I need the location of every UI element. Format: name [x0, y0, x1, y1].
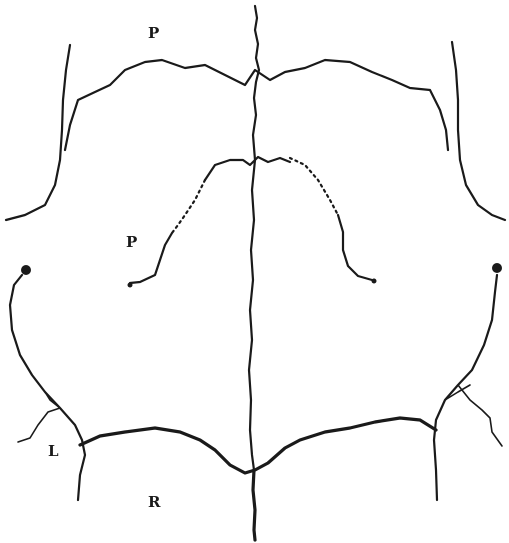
right-branch-suture	[458, 385, 502, 446]
upper-coronal-suture	[65, 60, 448, 150]
inner-right-mark	[372, 279, 377, 284]
inner-arch-top	[205, 157, 290, 180]
left-temporal-outline	[6, 45, 70, 220]
inner-arch-right-descent	[338, 215, 372, 280]
left-branch-suture	[18, 408, 60, 442]
inner-arch-left-dotted	[172, 180, 205, 233]
label-inner-p: P	[126, 233, 137, 251]
inner-arch-right-dotted	[290, 158, 338, 215]
inner-left-mark	[128, 283, 133, 288]
label-left-l: L	[48, 442, 59, 460]
left-lateral-outline	[10, 275, 85, 500]
label-top-p: P	[148, 24, 159, 42]
left-foramen	[21, 265, 31, 275]
label-bottom-r: R	[148, 493, 161, 511]
lower-lambdoid-suture	[80, 418, 436, 473]
right-foramen	[492, 263, 502, 273]
lower-stem-suture	[253, 470, 255, 540]
right-temporal-outline	[452, 42, 505, 220]
